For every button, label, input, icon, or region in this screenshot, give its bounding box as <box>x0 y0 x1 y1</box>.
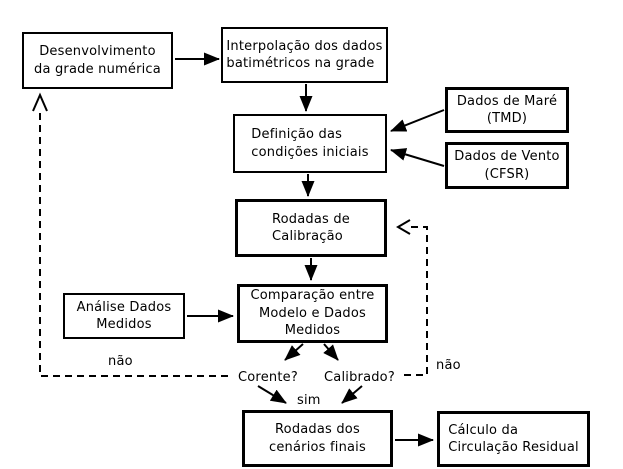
label-calibrado: Calibrado? <box>324 370 395 385</box>
node-dados-mare: Dados de Maré (TMD) <box>445 87 569 133</box>
dashed-loop-right-arrowhead-icon <box>396 219 411 235</box>
label-corente: Corente? <box>238 370 298 385</box>
label-nao-left: não <box>108 354 133 369</box>
node-interpolacao-batimetria-label: Interpolação dos dados batimétricos na g… <box>226 38 383 72</box>
node-definicao-condicoes: Definição das condições iniciais <box>233 114 387 173</box>
node-definicao-condicoes-label: Definição das condições iniciais <box>251 127 369 160</box>
node-calculo-circulacao-residual-label: Cálculo da Circulação Residual <box>448 422 579 456</box>
node-rodadas-cenarios-finais: Rodadas dos cenários finais <box>242 410 393 467</box>
node-calculo-circulacao-residual: Cálculo da Circulação Residual <box>437 411 590 467</box>
node-rodadas-calibracao: Rodadas de Calibração <box>235 199 387 257</box>
dashed-loop-right <box>404 226 428 376</box>
arrow-corente-to-cenarios <box>257 385 287 404</box>
node-comparacao-modelo-dados: Comparação entre Modelo e Dados Medidos <box>237 284 388 343</box>
arrow-comparacao-to-corente <box>284 343 304 361</box>
node-analise-dados-medidos-label: Análise Dados Medidos <box>76 299 172 333</box>
node-dados-vento: Dados de Vento (CFSR) <box>445 142 569 189</box>
node-analise-dados-medidos: Análise Dados Medidos <box>63 293 185 339</box>
dashed-loop-left-arrowhead-icon <box>32 92 48 112</box>
node-rodadas-calibracao-label: Rodadas de Calibração <box>272 211 350 245</box>
node-comparacao-modelo-dados-label: Comparação entre Modelo e Dados Medidos <box>250 288 375 339</box>
arrow-calibrado-to-cenarios <box>341 385 363 404</box>
node-desenvolvimento-grade-label: Desenvolvimento da grade numérica <box>34 44 161 77</box>
dashed-loop-left <box>39 112 228 377</box>
node-interpolacao-batimetria: Interpolação dos dados batimétricos na g… <box>221 27 388 83</box>
label-nao-right: não <box>436 358 461 373</box>
node-dados-vento-label: Dados de Vento (CFSR) <box>454 149 560 182</box>
node-desenvolvimento-grade: Desenvolvimento da grade numérica <box>22 32 173 89</box>
arrow-comparacao-to-calibrado <box>323 343 339 361</box>
arrow-vento-to-definicao <box>390 148 445 167</box>
label-sim: sim <box>297 393 321 408</box>
node-rodadas-cenarios-finais-label: Rodadas dos cenários finais <box>269 422 366 455</box>
node-dados-mare-label: Dados de Maré (TMD) <box>456 93 558 127</box>
arrow-mare-to-definicao <box>390 109 445 132</box>
